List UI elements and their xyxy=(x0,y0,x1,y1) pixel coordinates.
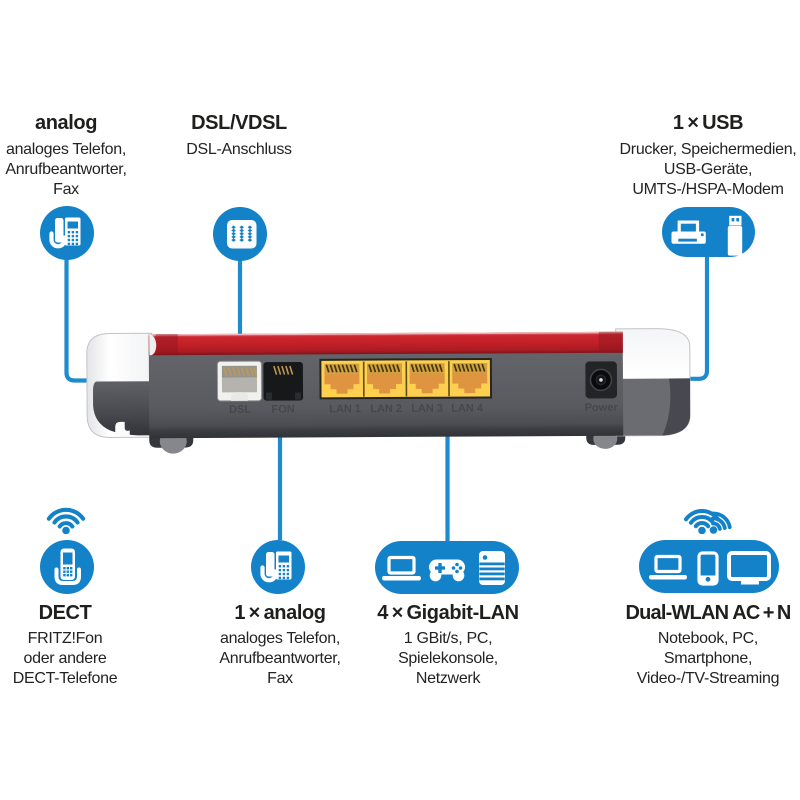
svg-text:Power: Power xyxy=(585,402,619,414)
svg-text:LAN 2: LAN 2 xyxy=(370,403,402,415)
svg-text:LAN 1: LAN 1 xyxy=(329,403,361,415)
svg-text:LAN 3: LAN 3 xyxy=(411,403,443,415)
svg-text:LAN 4: LAN 4 xyxy=(451,403,484,415)
svg-text:DSL: DSL xyxy=(229,404,251,416)
svg-text:FON: FON xyxy=(271,403,294,415)
